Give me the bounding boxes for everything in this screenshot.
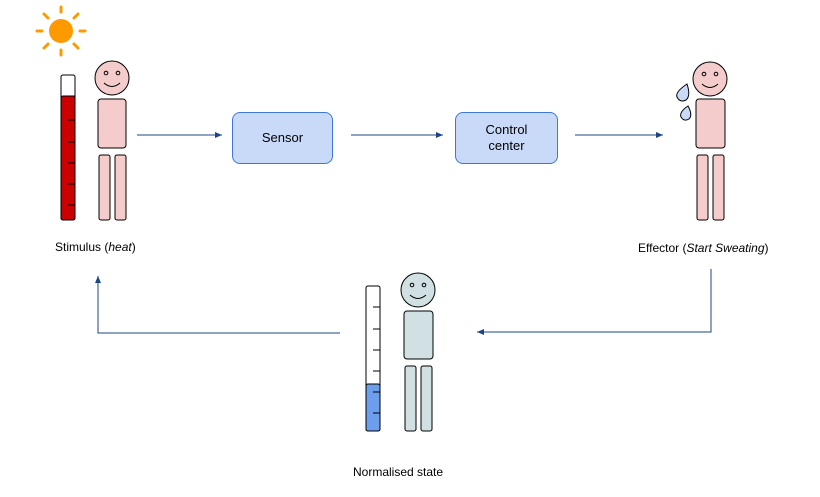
arrow-normalised-to-stimulus <box>95 276 340 334</box>
sensor-label: Sensor <box>261 130 304 145</box>
stimulus-label-suffix: ) <box>131 240 136 254</box>
sun-icon <box>35 5 87 57</box>
stimulus-label-prefix: Stimulus ( <box>55 240 109 254</box>
person-icon <box>94 60 130 221</box>
person-icon <box>400 272 436 432</box>
stimulus-label-italic: heat <box>108 240 132 254</box>
control-center-label-line2: center <box>488 138 525 153</box>
effector-label-italic: Start Sweating <box>686 241 765 255</box>
sweat-drop-icon <box>676 83 692 121</box>
thermometer-icon <box>60 74 76 221</box>
thermometer-icon <box>365 285 381 432</box>
sensor-node: Sensor <box>232 112 333 164</box>
arrow-effector-to-normalised <box>477 269 712 335</box>
control-center-label-line1: Control <box>485 122 528 137</box>
control-center-node: Control center <box>455 112 558 164</box>
effector-label-suffix: ) <box>764 241 769 255</box>
effector-label-prefix: Effector ( <box>638 241 687 255</box>
normalised-state-label: Normalised state <box>353 465 444 479</box>
effector-label: Effector (Start Sweating) <box>638 241 769 255</box>
person-icon <box>692 61 728 221</box>
stimulus-label: Stimulus (heat) <box>55 240 136 254</box>
